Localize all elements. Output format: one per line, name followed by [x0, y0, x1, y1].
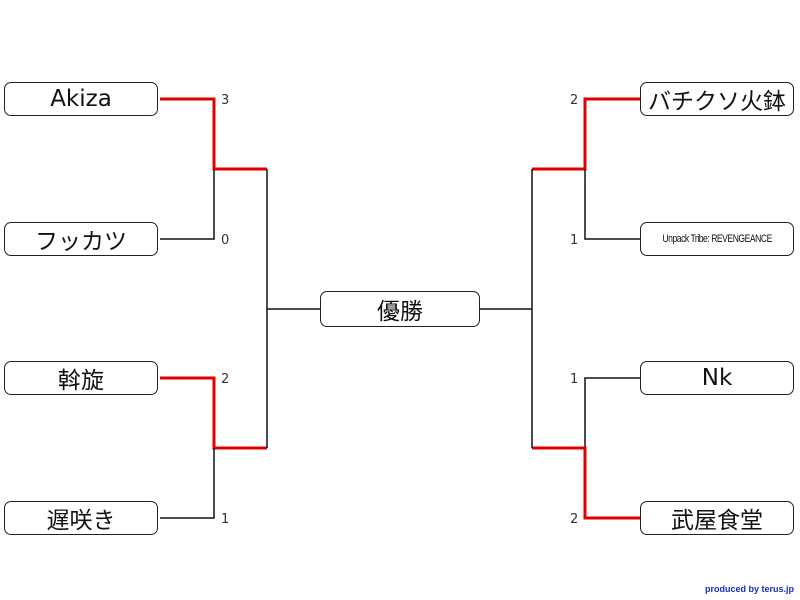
left-match-1-lines [160, 97, 267, 240]
left-team-2-name: フッカツ [35, 229, 127, 255]
right-team-4-score: 2 [570, 512, 579, 527]
left-team-4-name: 遅咲き [46, 508, 116, 534]
right-team-2[interactable]: Unpack Tribe: REVENGEANCE [640, 222, 794, 256]
right-team-3[interactable]: Nk [640, 361, 794, 395]
right-match-2-loser-path [584, 377, 640, 448]
right-match-2-lines [532, 377, 640, 520]
left-semi-connector [266, 169, 320, 448]
left-match-2-loser-path [160, 448, 215, 519]
left-match-2-lines [160, 376, 267, 519]
left-team-1-score: 3 [221, 93, 230, 108]
right-match-1-loser-path [584, 169, 640, 240]
right-team-1[interactable]: バチクソ火鉢 [640, 82, 794, 116]
right-match-1-winner-path [532, 97, 640, 171]
left-team-2[interactable]: フッカツ [4, 222, 158, 256]
left-team-1-name: Akiza [50, 86, 112, 112]
left-team-1[interactable]: Akiza [4, 82, 158, 116]
left-team-4[interactable]: 遅咲き [4, 501, 158, 535]
left-team-3-name: 斡旋 [58, 368, 104, 394]
left-team-3-score: 2 [221, 372, 230, 387]
right-team-3-name: Nk [701, 365, 733, 391]
right-team-3-score: 1 [570, 372, 579, 387]
right-team-4-name: 武屋食堂 [671, 508, 763, 534]
left-match-1-loser-path [160, 169, 215, 240]
final-label: 優勝 [377, 299, 423, 325]
left-match-2-winner-path [160, 376, 267, 450]
credit-link[interactable]: produced by terus.jp [704, 584, 794, 594]
right-team-1-score: 2 [570, 93, 579, 108]
left-team-2-score: 0 [221, 233, 230, 248]
right-team-1-name: バチクソ火鉢 [648, 89, 786, 115]
right-team-2-score: 1 [570, 233, 579, 248]
right-match-1-lines [532, 97, 640, 240]
final-box[interactable]: 優勝 [320, 291, 480, 327]
right-match-2-winner-path [532, 446, 640, 520]
left-team-4-score: 1 [221, 512, 230, 527]
right-team-4[interactable]: 武屋食堂 [640, 501, 794, 535]
left-match-1-winner-path [160, 97, 267, 171]
left-team-3[interactable]: 斡旋 [4, 361, 158, 395]
right-semi-connector [480, 169, 533, 448]
right-team-2-name: Unpack Tribe: REVENGEANCE [662, 233, 772, 245]
